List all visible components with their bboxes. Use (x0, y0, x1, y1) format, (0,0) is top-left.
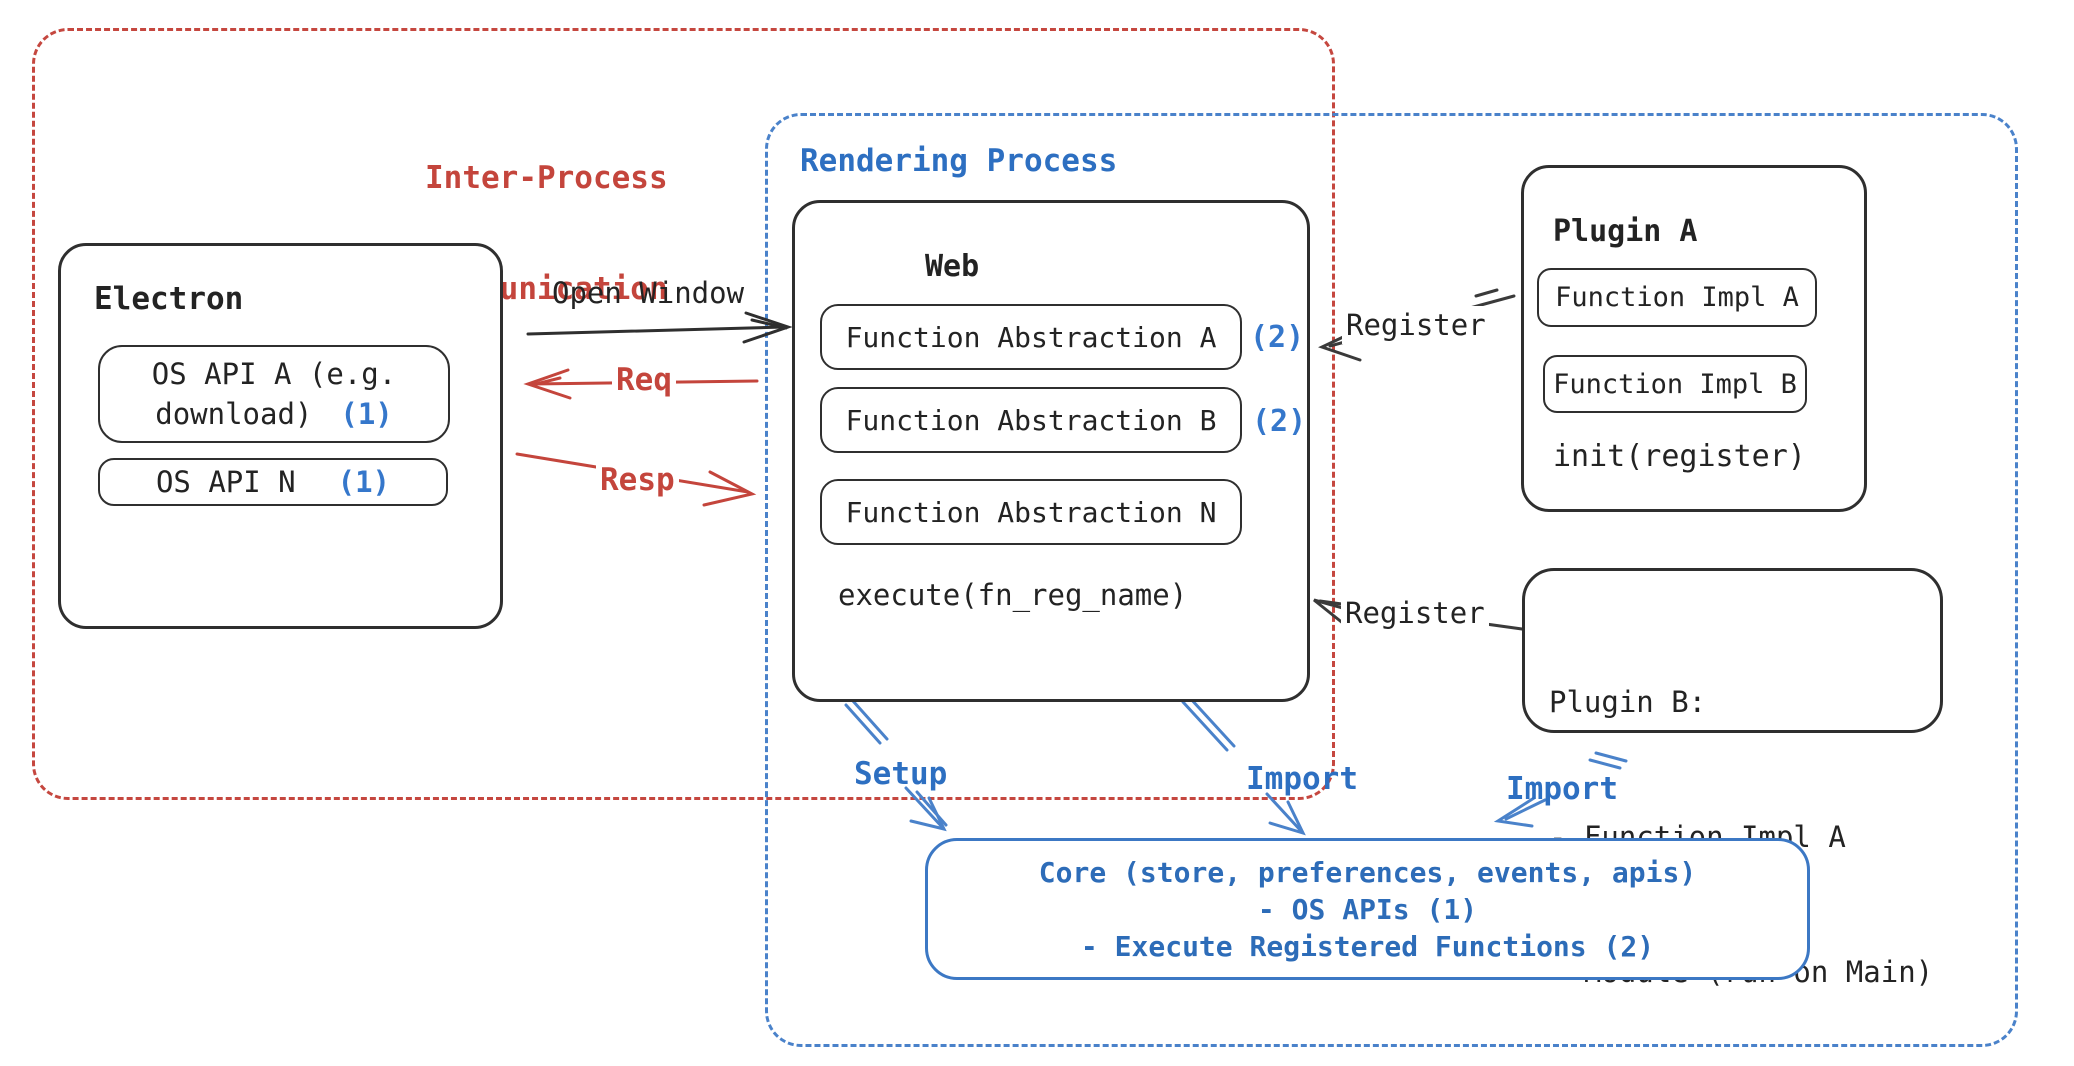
core-line3: - Execute Registered Functions (2) (1080, 929, 1655, 963)
os-api-a-line2: download) (1) (155, 394, 393, 434)
core-box: Core (store, preferences, events, apis) … (925, 838, 1810, 980)
function-abstraction-n-box: Function Abstraction N (820, 479, 1242, 545)
plugin-a-title: Plugin A (1553, 214, 1698, 249)
execute-label: execute(fn_reg_name) (838, 578, 1188, 612)
fa-b-badge: (2) (1252, 404, 1307, 439)
function-abstraction-a-box: Function Abstraction A (820, 304, 1242, 370)
resp-label: Resp (596, 460, 679, 500)
function-abstraction-b-box: Function Abstraction B (820, 387, 1242, 453)
os-api-n-box: OS API N (1) (98, 458, 448, 506)
fa-a-badge: (2) (1250, 320, 1305, 355)
core-line2: - OS APIs (1) (1257, 892, 1478, 926)
os-api-n-label: OS API N (155, 465, 296, 499)
os-api-a-badge: (1) (340, 397, 393, 431)
open-window-label: Open Window (552, 276, 745, 310)
rendering-region-box (765, 113, 2018, 1047)
function-abstraction-b-label: Function Abstraction B (845, 403, 1217, 437)
web-title: Web (925, 249, 980, 284)
plugin-b-text: Plugin B: - Function Impl A - Module (ru… (1549, 590, 1933, 1066)
ipc-region-box (32, 28, 1335, 800)
import-plugin-label: Import (1506, 771, 1618, 807)
os-api-a-line1: OS API A (e.g. (151, 357, 397, 391)
register-top-label: Register (1342, 306, 1490, 344)
function-impl-a-label: Function Impl A (1555, 282, 1799, 313)
os-api-a-box: OS API A (e.g. download) (1) (98, 345, 450, 443)
function-impl-a-box: Function Impl A (1537, 268, 1817, 327)
plugin-b-line1: Plugin B: (1549, 685, 1707, 719)
ipc-label-line1: Inter-Process (425, 160, 668, 196)
os-api-n-badge: (1) (337, 465, 391, 499)
function-impl-b-label: Function Impl B (1553, 368, 1797, 400)
function-impl-b-box: Function Impl B (1543, 355, 1807, 413)
plugin-a-box (1521, 165, 1867, 512)
setup-label: Setup (854, 756, 948, 792)
os-api-a-line2-text: download) (155, 397, 313, 431)
function-abstraction-n-label: Function Abstraction N (845, 495, 1217, 529)
core-line1: Core (store, preferences, events, apis) (1038, 855, 1697, 889)
function-abstraction-a-label: Function Abstraction A (845, 320, 1217, 354)
register-bottom-label: Register (1341, 594, 1489, 632)
electron-title: Electron (94, 281, 244, 317)
rendering-region-label: Rendering Process (800, 143, 1118, 179)
init-register-label: init(register) (1553, 439, 1806, 474)
import-web-label: Import (1246, 761, 1358, 797)
req-label: Req (612, 360, 676, 400)
plugin-b-box (1522, 568, 1943, 733)
